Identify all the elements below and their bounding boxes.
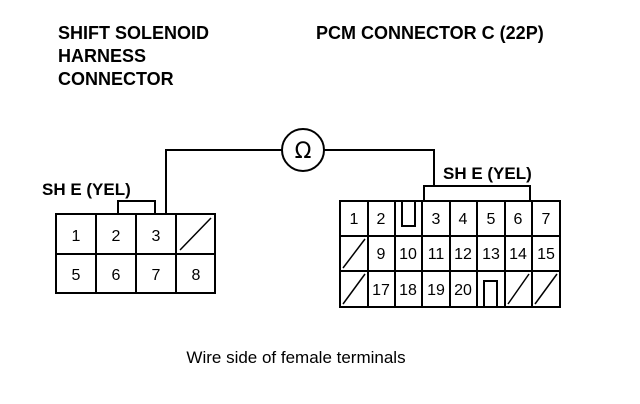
blank-terminal-slash — [342, 238, 366, 269]
left-pin: 6 — [112, 267, 121, 284]
left-wire-label: SH E (YEL) — [42, 180, 131, 199]
left-pin: 3 — [152, 228, 161, 245]
pcm-pin: 2 — [377, 211, 386, 228]
pcm-pin: 10 — [399, 246, 417, 263]
pcm-connector: 1 2 3 4 5 6 7 9 10 11 12 13 14 15 17 18 … — [339, 185, 561, 308]
pcm-pin: 6 — [514, 211, 523, 228]
pcm-connector-title: PCM CONNECTOR C (22P) — [316, 23, 544, 43]
pcm-pin: 15 — [537, 246, 555, 263]
blank-terminal-slash — [342, 273, 366, 305]
ohmmeter-wire — [165, 149, 435, 214]
pcm-pin: 5 — [487, 211, 496, 228]
pcm-pin: 7 — [542, 211, 551, 228]
pcm-pin: 12 — [454, 246, 472, 263]
key-notch-top — [401, 201, 416, 227]
pcm-pin: 1 — [350, 211, 359, 228]
blank-terminal-slash — [534, 273, 558, 305]
pcm-pin: 17 — [372, 282, 390, 299]
blank-terminal-slash — [507, 273, 530, 305]
left-connector-title-line-1: SHIFT SOLENOID — [58, 23, 209, 43]
shift-solenoid-connector: 1 2 3 5 6 7 8 — [55, 200, 216, 294]
left-pin: 8 — [192, 267, 201, 284]
left-connector-title-line-2: HARNESS — [58, 46, 146, 66]
left-pin: 1 — [72, 228, 81, 245]
pcm-pin: 9 — [377, 246, 386, 263]
pcm-pin: 19 — [427, 282, 445, 299]
ohm-icon: Ω — [295, 139, 312, 164]
pcm-pin: 3 — [432, 211, 441, 228]
ohmmeter-symbol: Ω — [281, 128, 325, 172]
left-pin: 7 — [152, 267, 161, 284]
key-notch-bottom — [483, 280, 498, 307]
right-wire-label: SH E (YEL) — [443, 164, 532, 183]
pcm-pin: 4 — [459, 211, 468, 228]
pcm-pin: 11 — [428, 246, 445, 263]
left-pin: 2 — [112, 228, 121, 245]
pcm-pin: 20 — [454, 282, 472, 299]
pcm-pin: 13 — [482, 246, 500, 263]
left-connector-title-line-3: CONNECTOR — [58, 69, 174, 89]
pcm-pin: 18 — [399, 282, 417, 299]
left-pin: 5 — [72, 267, 81, 284]
blank-terminal-slash — [179, 217, 212, 251]
caption: Wire side of female terminals — [186, 348, 405, 367]
pcm-pin: 14 — [509, 246, 527, 263]
